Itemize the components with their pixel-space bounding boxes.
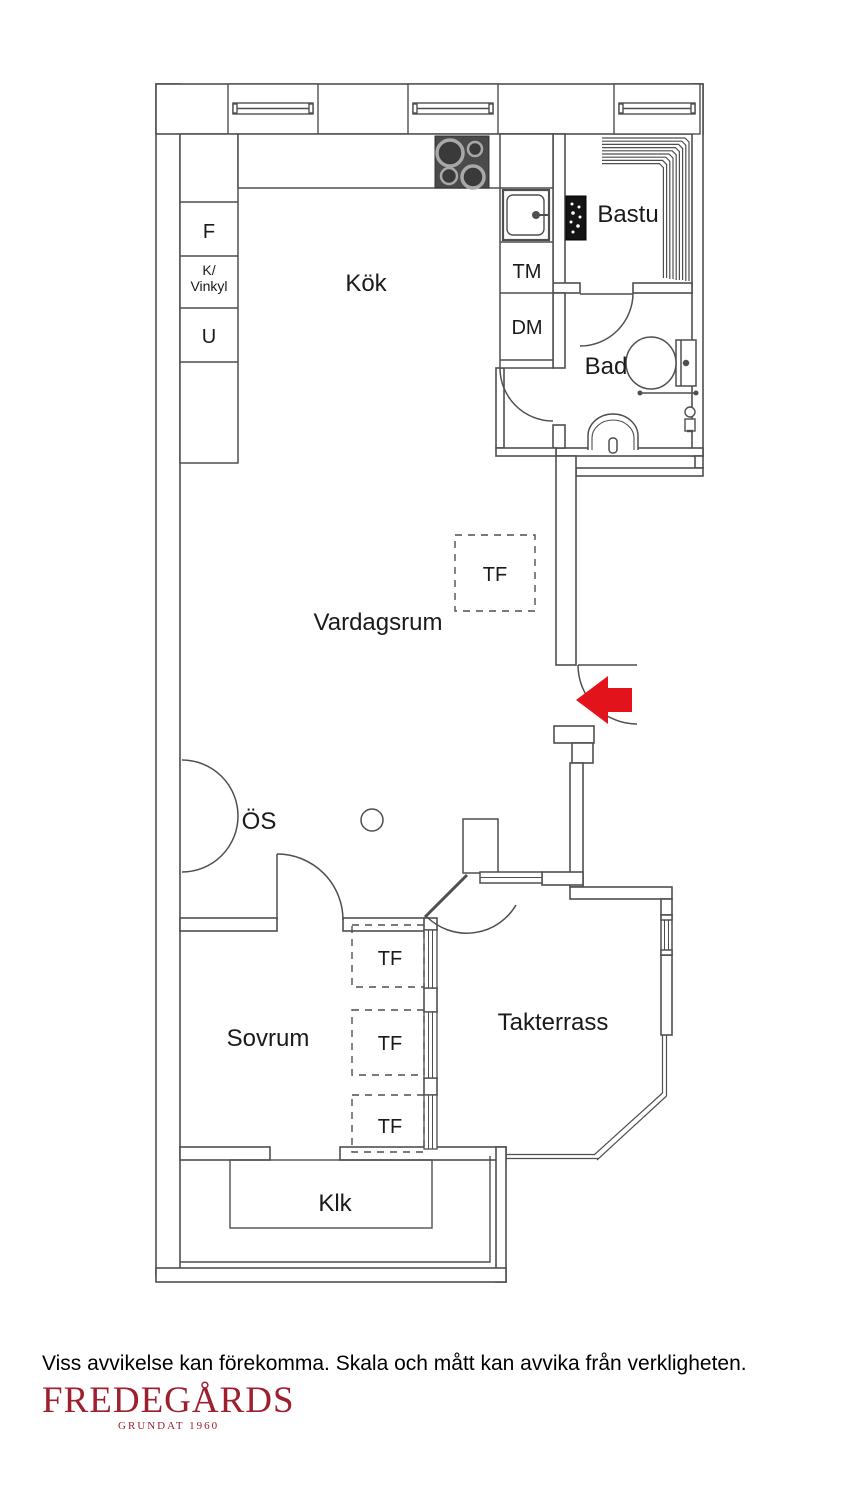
disclaimer-text: Viss avvikelse kan förekomma. Skala och … [42, 1352, 747, 1375]
wall-left [155, 83, 181, 1277]
chimney-block [462, 818, 499, 874]
wall-terrace-door-jog [541, 871, 584, 886]
wall-closet-right [495, 1146, 507, 1283]
pillar-circle [360, 808, 384, 832]
wall-step-bottom [575, 467, 704, 477]
wall-sauna-bath-left [552, 282, 581, 294]
label-tf-bedroom-1: TF [378, 948, 402, 970]
entry-arrow-icon [576, 676, 632, 724]
wall-bedroom-bottom-left [179, 1146, 271, 1161]
room-labels: Kök Vardagsrum Sovrum Takterrass Bastu B… [227, 201, 659, 1217]
bedroom-door-arc [276, 853, 344, 921]
wall-kitchen-sauna [552, 133, 566, 294]
toilet-icon [625, 336, 697, 390]
label-closet: Klk [318, 1190, 352, 1217]
terrace-door-arc [426, 904, 517, 934]
label-oven: U [202, 326, 216, 348]
wall-bath-left-upper [552, 292, 566, 369]
faucet-icon [684, 406, 696, 433]
doors [181, 292, 638, 934]
label-fireplace: ÖS [242, 808, 277, 835]
tf-box-living [454, 534, 536, 612]
wall-right [691, 83, 704, 457]
sauna-benches [602, 137, 690, 281]
tf-dashed-boxes [351, 534, 536, 1153]
label-bedroom: Sovrum [227, 1025, 310, 1052]
tf-window-1 [423, 929, 438, 989]
label-kitchen: Kök [345, 270, 387, 297]
wall-living-right [555, 455, 577, 666]
wall-bedroom-bottom-right [339, 1146, 507, 1161]
label-freezer-1: K/ [202, 262, 215, 278]
label-living: Vardagsrum [314, 609, 443, 636]
window-bay-2 [407, 83, 499, 135]
bath-door-arc [499, 367, 554, 422]
wall-step [694, 455, 704, 469]
window-bay-3 [613, 83, 701, 135]
appliance-labels: F K/ Vinkyl U TM DM [190, 221, 542, 348]
kitchen-counters [179, 133, 554, 464]
towel-rail-icon [637, 390, 699, 396]
closet-box [229, 1159, 433, 1229]
label-freezer-2: Vinkyl [190, 278, 227, 294]
wall-terrace-top [569, 886, 673, 900]
terrace-door-leaf [423, 873, 469, 919]
label-tf-living: TF [483, 564, 507, 586]
wall-tf-chunk2 [423, 987, 438, 1013]
logo-wordmark: FREDEGÅRDS [42, 1380, 295, 1421]
tf-box-bedroom-1 [351, 924, 425, 988]
wall-bath-left-lower [552, 424, 566, 449]
label-terrace: Takterrass [498, 1009, 609, 1036]
wall-tf-chunk3 [423, 1077, 438, 1096]
bedroom-terrace-windows [423, 929, 438, 1150]
wall-bedroom-top-left [179, 917, 278, 932]
tf-labels: TF TF TF TF [378, 564, 507, 1138]
wall-sauna-bath-right [632, 282, 693, 294]
tf-box-bedroom-2 [351, 1009, 425, 1076]
wall-terrace-right-lower [660, 954, 673, 1036]
sink-icon [501, 188, 551, 242]
wall-terrace-right-upper [660, 898, 673, 916]
tf-window-3 [423, 1094, 438, 1150]
stove-icon [434, 135, 490, 190]
logo-tagline: GRUNDAT 1960 [118, 1420, 220, 1432]
sauna-heater-icon [565, 195, 587, 241]
terrace-details [462, 818, 673, 956]
label-sauna: Bastu [597, 201, 658, 228]
agency-logo: FREDEGÅRDS GRUNDAT 1960 [42, 1382, 295, 1432]
terrace-railing [506, 1035, 668, 1161]
wall-entry-pillar [553, 725, 595, 744]
counter-left-column [179, 133, 239, 464]
label-tf-bedroom-2: TF [378, 1033, 402, 1055]
closet-inner-contour [180, 1156, 491, 1263]
label-dishwasher: DM [511, 317, 542, 339]
counter-right-column [499, 133, 554, 369]
label-washing-machine: TM [513, 261, 542, 283]
label-tf-bedroom-3: TF [378, 1116, 402, 1138]
label-fridge: F [203, 221, 215, 243]
wall-hall-left [495, 367, 505, 449]
closet-structure [180, 1156, 491, 1263]
sauna-door-arc [579, 292, 634, 347]
label-bath: Bad [585, 353, 628, 380]
wall-bottom [155, 1267, 507, 1283]
fireplace-arc [181, 759, 239, 873]
facade-windows [227, 83, 701, 135]
terrace-right-window [660, 914, 673, 956]
wall-living-right-lower [569, 762, 584, 888]
wall-entry-pillar2 [571, 742, 594, 764]
tf-window-2 [423, 1011, 438, 1079]
window-bay-1 [227, 83, 319, 135]
wall-hall-bottom [495, 447, 557, 457]
washbasin-icon [587, 413, 639, 454]
